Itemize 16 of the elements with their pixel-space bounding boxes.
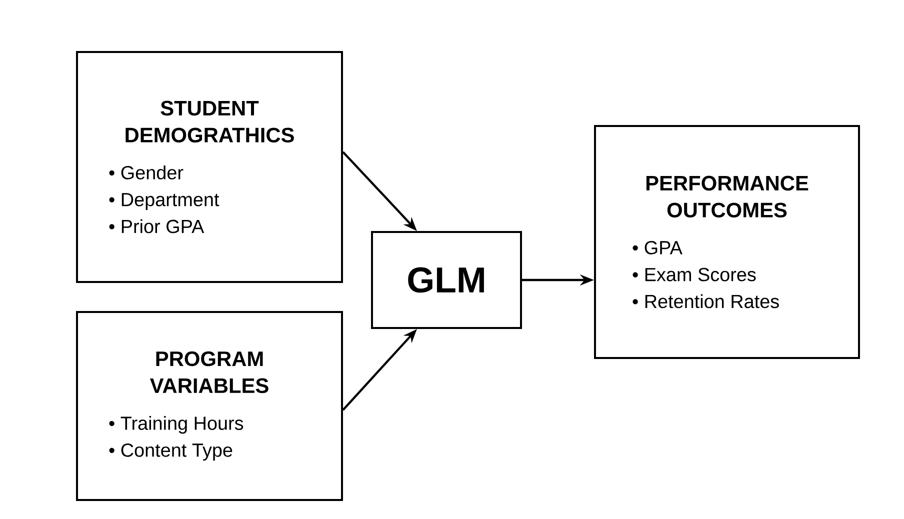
box-heading: PROGRAM VARIABLES	[150, 351, 268, 394]
process-box	[594, 124, 860, 359]
process-box	[371, 230, 522, 329]
list-item: • Department	[109, 193, 220, 210]
process-box	[76, 51, 343, 283]
list-item: • GPA	[632, 240, 682, 254]
list-item: • Retention Rates	[632, 294, 779, 308]
box-heading: PERFORMANCE OUTCOMES	[646, 176, 808, 218]
list-item: • Training Hours	[109, 416, 244, 434]
process-box	[76, 310, 343, 501]
list-item: • Content Type	[109, 443, 232, 461]
list-item: • Prior GPA	[109, 219, 204, 234]
node-label: GLM	[408, 267, 484, 293]
box-heading: STUDENT DEMOGRATHICS	[126, 100, 294, 142]
list-item: • Exam Scores	[632, 268, 756, 282]
list-item: • Gender	[109, 165, 184, 180]
